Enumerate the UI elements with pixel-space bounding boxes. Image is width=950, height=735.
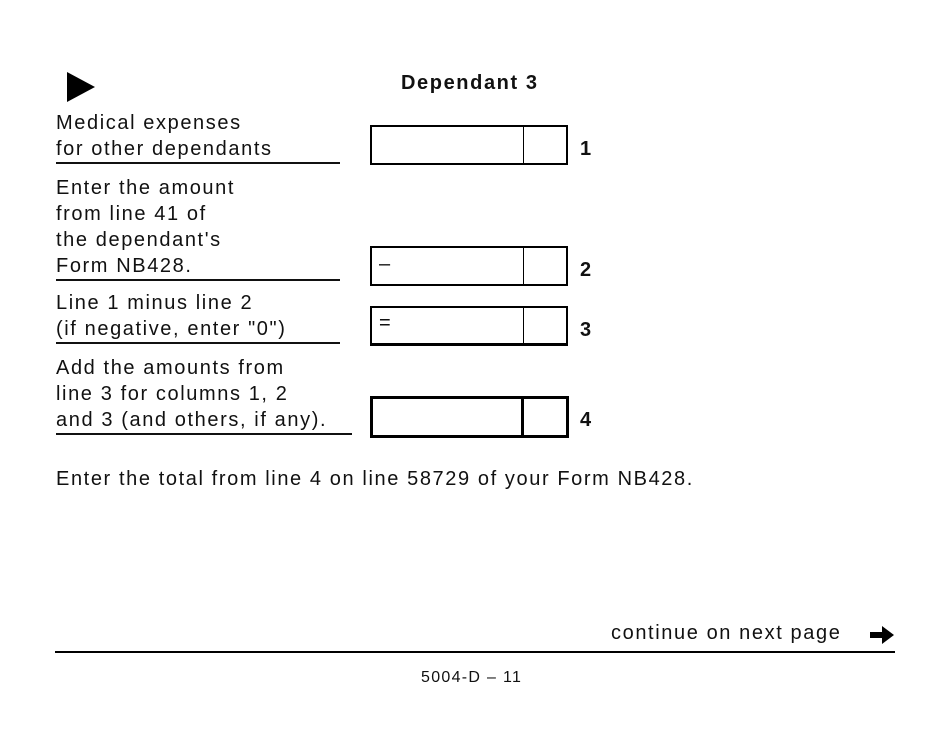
instruction-text: Enter the total from line 4 on line 5872… [56, 468, 694, 490]
line-1-amount[interactable] [372, 127, 524, 163]
line-2-field[interactable]: – [370, 246, 568, 286]
triangle-pointer-icon [67, 72, 95, 102]
line-2-amount[interactable]: – [372, 248, 524, 284]
line-1-label: Medical expenses for other dependants [56, 110, 340, 164]
line-4-number: 4 [580, 409, 592, 431]
arrow-right-icon [868, 624, 896, 646]
line-2-operator: – [379, 253, 391, 275]
line-4-label: Add the amounts from line 3 for columns … [56, 355, 352, 435]
footer-rule [55, 651, 895, 653]
page-footer: 5004-D – 11 [421, 669, 523, 686]
column-header-dependant-3: Dependant 3 [401, 72, 539, 94]
line-3-operator: = [379, 312, 391, 334]
line-1-field[interactable] [370, 125, 568, 165]
line-3-cents[interactable] [524, 308, 566, 343]
line-3-number: 3 [580, 319, 592, 341]
line-2-label: Enter the amount from line 41 of the dep… [56, 175, 340, 281]
line-3-field[interactable]: = [370, 306, 568, 346]
line-1-cents[interactable] [524, 127, 566, 163]
line-2-cents[interactable] [524, 248, 566, 284]
line-4-cents[interactable] [524, 399, 566, 435]
line-1-number: 1 [580, 138, 592, 160]
line-4-amount[interactable] [373, 399, 524, 435]
line-3-label: Line 1 minus line 2 (if negative, enter … [56, 290, 340, 344]
line-2-number: 2 [580, 259, 592, 281]
continue-text: continue on next page [611, 622, 842, 644]
line-3-amount[interactable]: = [372, 308, 524, 343]
line-4-field[interactable] [370, 396, 569, 438]
